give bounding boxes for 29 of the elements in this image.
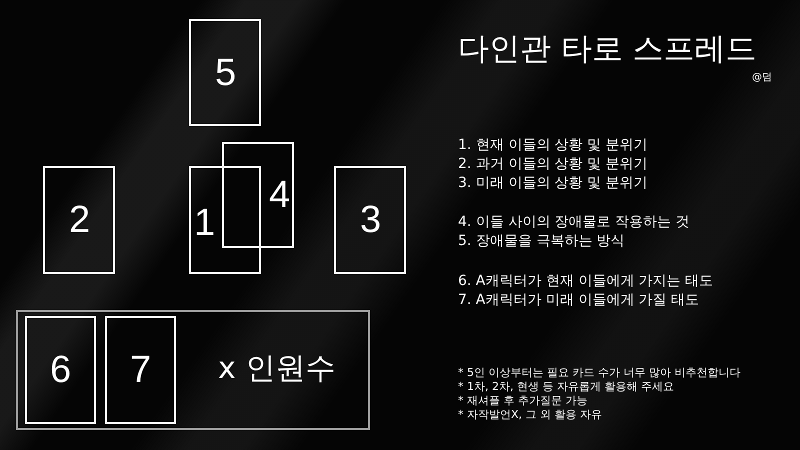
position-description: 7. A캐릭터가 미래 이들에게 가질 태도 (458, 292, 700, 309)
position-description: 4. 이들 사이의 장애물로 작용하는 것 (458, 214, 690, 231)
note: * 5인 이상부터는 필요 카드 수가 너무 많아 비추천합니다 (458, 366, 740, 379)
title: 다인관 타로 스프레드 (458, 30, 757, 68)
position-description: 1. 현재 이들의 상황 및 분위기 (458, 137, 648, 154)
card-number: 5 (215, 54, 236, 92)
note: * 자작발언X, 그 외 활용 자유 (458, 408, 602, 421)
card-group-frame (16, 310, 370, 430)
card-number: 4 (269, 176, 290, 214)
position-description: 5. 장애물을 극복하는 방식 (458, 233, 625, 250)
card-number: 6 (50, 351, 72, 389)
card-number: 3 (360, 201, 382, 239)
tarot-card (105, 316, 176, 424)
tarot-card (189, 166, 261, 274)
tarot-card (43, 166, 115, 274)
card-number: 2 (69, 201, 90, 239)
tarot-card (334, 166, 406, 274)
card-number: 7 (130, 351, 152, 389)
note: * 1차, 2차, 현생 등 자유롭게 활용해 주세요 (458, 380, 674, 393)
author-credit: @덤 (752, 72, 772, 84)
note: * 재셔플 후 추가질문 가능 (458, 394, 588, 407)
position-description: 3. 미래 이들의 상황 및 분위기 (458, 175, 648, 192)
position-description: 2. 과거 이들의 상황 및 분위기 (458, 156, 648, 173)
multiplier-text: x 인원수 (218, 352, 336, 386)
tarot-card (189, 19, 261, 126)
tarot-card (222, 142, 294, 248)
card-number: 1 (194, 204, 216, 242)
tarot-card (25, 316, 96, 424)
position-description: 6. A캐릭터가 현재 이들에게 가지는 태도 (458, 273, 714, 290)
